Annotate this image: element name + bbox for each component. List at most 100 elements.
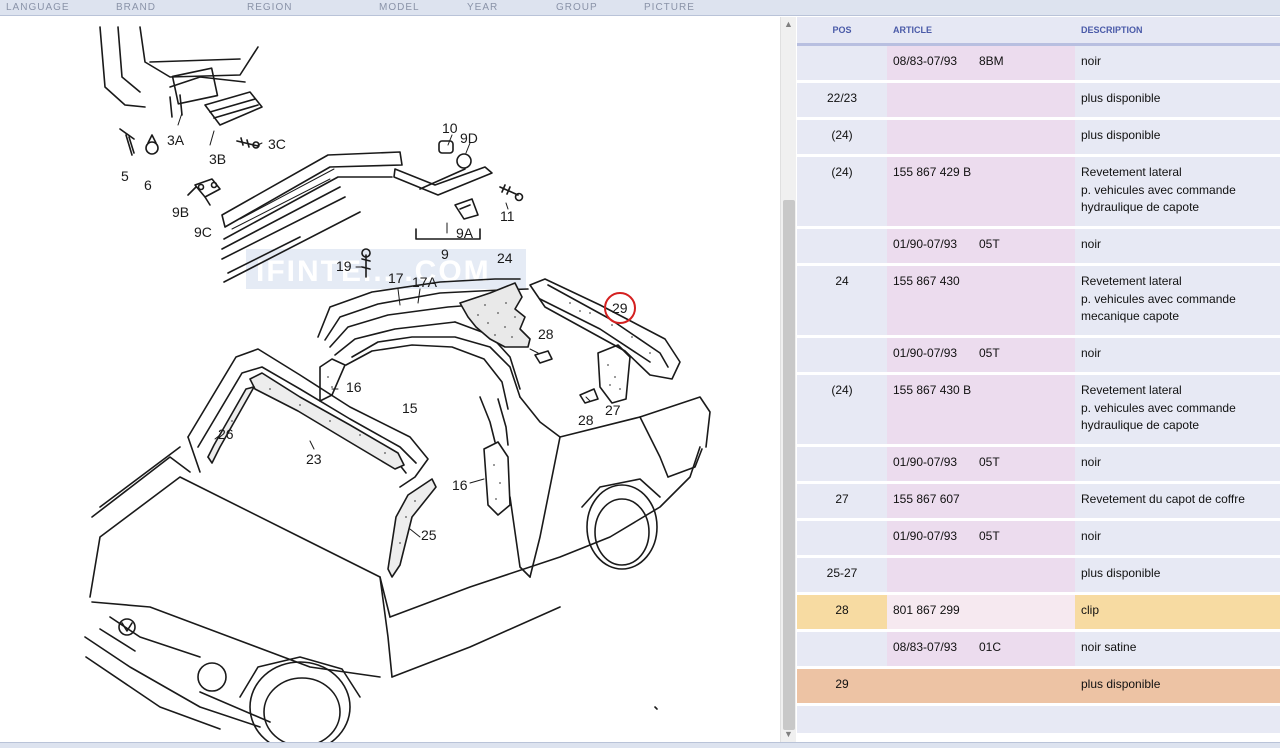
callout-9d: 9D — [460, 130, 478, 146]
description-line: plus disponible — [1081, 91, 1161, 105]
callout-3c: 3C — [268, 136, 286, 152]
nav-picture[interactable]: PICTURE — [644, 2, 695, 13]
color-code: 05T — [979, 455, 1000, 469]
scroll-up-icon[interactable]: ▲ — [784, 19, 793, 29]
description-line: noir — [1081, 455, 1102, 469]
cell-description: noir — [1075, 338, 1280, 375]
description-line: plus disponible — [1081, 566, 1161, 580]
cell-pos: 28 — [797, 595, 887, 632]
cell-description: plus disponible — [1075, 120, 1280, 157]
color-code: 05T — [979, 346, 1000, 360]
color-code: 8BM — [979, 54, 1004, 68]
cell-description: noir — [1075, 46, 1280, 83]
nav-group[interactable]: GROUP — [556, 2, 598, 13]
description-line: hydraulique de capote — [1081, 200, 1200, 214]
callout-16b: 16 — [452, 477, 468, 493]
cell-pos — [797, 229, 887, 266]
callout-9c: 9C — [194, 224, 212, 240]
description-line: plus disponible — [1081, 677, 1161, 691]
cell-pos: 29 — [797, 669, 887, 706]
description-line: p. vehicules avec commande — [1081, 182, 1236, 197]
cell-article: 155 867 429 B — [887, 157, 1075, 229]
diagram-scrollbar[interactable]: ▲ ▼ — [780, 17, 796, 742]
description-line: noir — [1081, 54, 1102, 68]
cell-pos: 22/23 — [797, 83, 887, 120]
cell-pos: 24 — [797, 266, 887, 338]
cell-description: plus disponible — [1075, 669, 1280, 706]
cell-description: plus disponible — [1075, 558, 1280, 595]
callout-27: 27 — [605, 402, 621, 418]
cell-pos: 27 — [797, 484, 887, 521]
validity-dates: 08/83-07/93 — [893, 640, 958, 654]
parts-list-panel: POS ARTICLE DESCRIPTION 08/83-07/93 8BM no… — [797, 17, 1280, 742]
scrollbar-thumb[interactable] — [783, 200, 795, 730]
header-description: DESCRIPTION — [1075, 17, 1280, 46]
cell-description: noir satine — [1075, 632, 1280, 669]
description-line: clip — [1081, 603, 1100, 617]
cell-description: plus disponible — [1075, 83, 1280, 120]
cell-article — [887, 120, 1075, 157]
callout-17: 17 — [388, 270, 404, 286]
article-number: 155 867 430 B — [893, 383, 972, 397]
table-filler-row — [797, 706, 1280, 736]
table-row[interactable]: 22/23 plus disponible — [797, 83, 1280, 120]
scroll-down-icon[interactable]: ▼ — [784, 729, 793, 739]
callout-26: 26 — [218, 426, 234, 442]
callout-19: 19 — [336, 258, 352, 274]
cell-pos — [797, 632, 887, 669]
callout-6: 6 — [144, 177, 152, 193]
filler-cell — [797, 706, 887, 736]
description-line: noir satine — [1081, 640, 1137, 654]
callout-11: 11 — [500, 208, 515, 224]
table-row[interactable]: 29 plus disponible — [797, 669, 1280, 706]
parts-table: POS ARTICLE DESCRIPTION 08/83-07/93 8BM no… — [797, 17, 1280, 736]
nav-model[interactable]: MODEL — [379, 2, 420, 13]
validity-dates: 01/90-07/93 — [893, 237, 958, 251]
cell-pos: (24) — [797, 375, 887, 447]
cell-description: noir — [1075, 521, 1280, 558]
cell-description: noir — [1075, 229, 1280, 266]
table-row[interactable]: 01/90-07/93 05T noir — [797, 521, 1280, 558]
description-line: hydraulique de capote — [1081, 418, 1200, 432]
cell-pos: (24) — [797, 157, 887, 229]
color-code: 05T — [979, 529, 1000, 543]
table-row[interactable]: (24)plus disponible — [797, 120, 1280, 157]
exploded-view-drawing: IFINTE... .COM — [84, 26, 711, 742]
highlight-circle-29 — [604, 292, 636, 324]
callout-23: 23 — [306, 451, 322, 467]
callout-3a: 3A — [167, 132, 185, 148]
validity-dates: 01/90-07/93 — [893, 529, 958, 543]
nav-year[interactable]: YEAR — [467, 2, 499, 13]
parts-diagram[interactable]: IFINTE... .COM — [0, 17, 780, 742]
cell-article: 155 867 430 B — [887, 375, 1075, 447]
nav-region[interactable]: REGION — [247, 2, 293, 13]
cell-article — [887, 83, 1075, 120]
nav-language[interactable]: LANGUAGE — [6, 2, 70, 13]
description-line: noir — [1081, 237, 1102, 251]
cell-article: 155 867 430 — [887, 266, 1075, 338]
callout-3b: 3B — [209, 151, 226, 167]
cell-article — [887, 558, 1075, 595]
nav-brand[interactable]: BRAND — [116, 2, 157, 13]
article-number: 155 867 430 — [893, 274, 960, 288]
description-line: plus disponible — [1081, 128, 1161, 142]
parts-table-header: POS ARTICLE DESCRIPTION — [797, 17, 1280, 46]
callout-29: 29 — [612, 300, 628, 316]
description-line: Revetement du capot de coffre — [1081, 492, 1245, 506]
